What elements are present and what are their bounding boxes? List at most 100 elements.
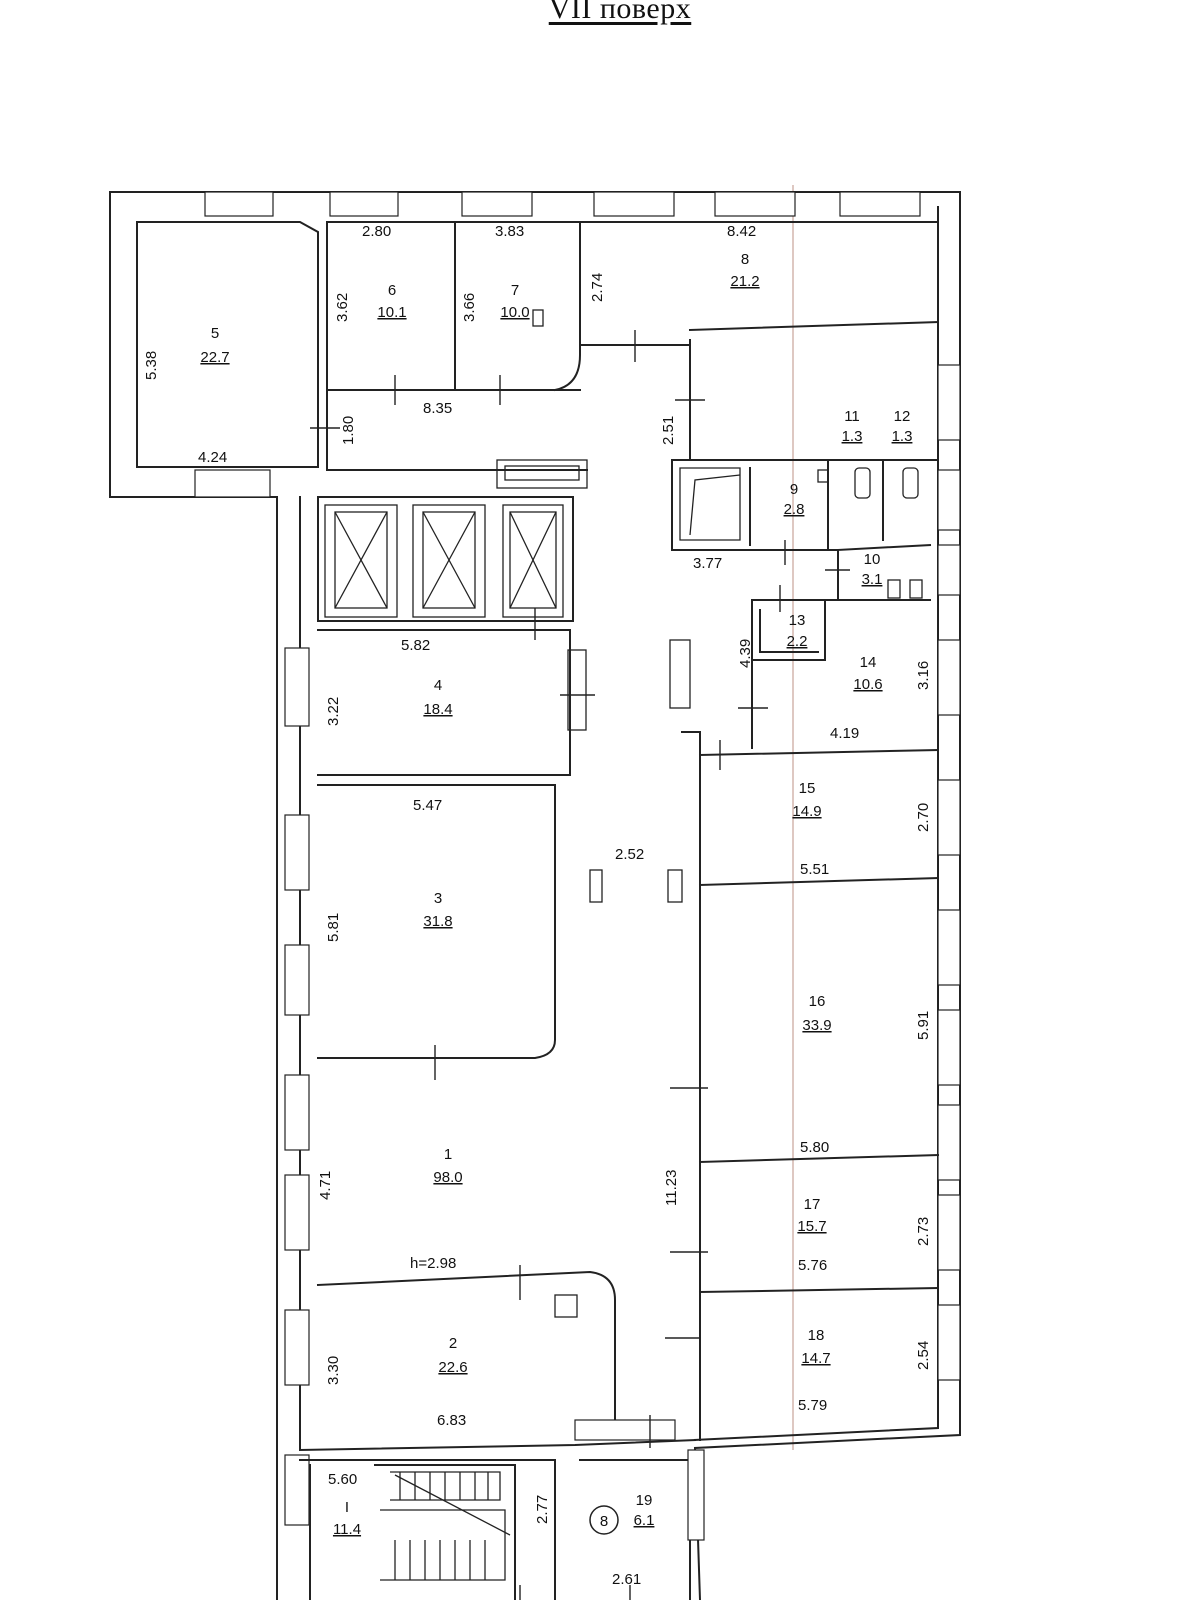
dim-4-19: 4.19 xyxy=(830,725,859,742)
svg-text:10.1: 10.1 xyxy=(377,304,406,321)
svg-text:10.0: 10.0 xyxy=(500,304,529,321)
dim-3-77: 3.77 xyxy=(693,555,722,572)
rooms-right-walls xyxy=(667,731,940,1441)
room-6-label: 610.1 xyxy=(377,282,406,321)
svg-text:6: 6 xyxy=(388,282,396,299)
level-marker-label: 8 xyxy=(600,1513,608,1530)
room-16-label: 16 33.9 xyxy=(802,993,831,1034)
room-labels: 522.7 610.1 710.0 821.2 111.3 121.3 92.8… xyxy=(200,251,912,1538)
svg-text:1.3: 1.3 xyxy=(842,428,863,445)
floor-title: VII поверх xyxy=(548,0,692,25)
svg-text:11.4: 11.4 xyxy=(333,1521,361,1538)
dim-8-42: 8.42 xyxy=(727,223,756,240)
dim-3-83: 3.83 xyxy=(495,223,524,240)
room-10-label: 103.1 xyxy=(862,551,883,588)
dim-height: h=2.98 xyxy=(410,1255,456,1272)
svg-text:33.9: 33.9 xyxy=(802,1017,831,1034)
room-12-label: 121.3 xyxy=(892,408,913,445)
dim-4-71: 4.71 xyxy=(317,1171,334,1200)
dim-2-54: 2.54 xyxy=(915,1341,932,1370)
room-14-label: 14 10.6 xyxy=(853,654,882,693)
svg-text:21.2: 21.2 xyxy=(730,273,759,290)
room-I-label: I 11.4 xyxy=(333,1499,361,1538)
rooms-6-7-walls xyxy=(326,221,940,489)
svg-text:2: 2 xyxy=(449,1335,457,1352)
room-5-label: 522.7 xyxy=(200,325,229,366)
room-3-label: 331.8 xyxy=(423,890,452,930)
top-windows xyxy=(194,191,921,498)
right-windows xyxy=(937,364,961,1381)
svg-text:13: 13 xyxy=(789,612,806,629)
dim-2-52: 2.52 xyxy=(615,846,644,863)
dim-2-51: 2.51 xyxy=(660,416,677,445)
svg-text:16: 16 xyxy=(809,993,826,1010)
room-2-walls xyxy=(316,1270,616,1421)
dim-5-60: 5.60 xyxy=(328,1471,357,1488)
dim-5-38: 5.38 xyxy=(143,351,160,380)
svg-text:15.7: 15.7 xyxy=(797,1218,826,1235)
room-8-label: 821.2 xyxy=(730,251,759,290)
svg-text:10.6: 10.6 xyxy=(853,676,882,693)
svg-text:17: 17 xyxy=(804,1196,821,1213)
dim-2-73: 2.73 xyxy=(915,1217,932,1246)
svg-text:18.4: 18.4 xyxy=(423,701,452,718)
svg-text:2.2: 2.2 xyxy=(787,633,808,650)
room-9-label: 92.8 xyxy=(784,481,805,518)
svg-text:22.7: 22.7 xyxy=(200,349,229,366)
svg-text:8: 8 xyxy=(741,251,749,268)
room-2-label: 222.6 xyxy=(438,1335,467,1376)
svg-text:3.1: 3.1 xyxy=(862,571,883,588)
svg-text:12: 12 xyxy=(894,408,911,425)
svg-text:10: 10 xyxy=(864,551,881,568)
room-13-label: 132.2 xyxy=(787,612,808,650)
dim-2-80: 2.80 xyxy=(362,223,391,240)
door-marks xyxy=(310,330,850,1600)
dim-5-79: 5.79 xyxy=(798,1397,827,1414)
svg-text:1.3: 1.3 xyxy=(892,428,913,445)
svg-text:9: 9 xyxy=(790,481,798,498)
svg-text:7: 7 xyxy=(511,282,519,299)
room-4-label: 418.4 xyxy=(423,677,452,718)
dim-3-30: 3.30 xyxy=(325,1356,342,1385)
svg-text:18: 18 xyxy=(808,1327,825,1344)
dim-11-23: 11.23 xyxy=(663,1170,680,1206)
dim-5-81: 5.81 xyxy=(325,913,342,942)
dim-5-76: 5.76 xyxy=(798,1257,827,1274)
dim-1-80: 1.80 xyxy=(340,416,357,445)
svg-text:2.8: 2.8 xyxy=(784,501,805,518)
dim-5-91: 5.91 xyxy=(915,1011,932,1040)
room-17-label: 17 15.7 xyxy=(797,1196,826,1235)
dim-5-82: 5.82 xyxy=(401,637,430,654)
svg-text:I: I xyxy=(345,1499,349,1516)
svg-text:14.9: 14.9 xyxy=(792,803,821,820)
svg-text:19: 19 xyxy=(636,1492,653,1509)
dim-3-62: 3.62 xyxy=(334,293,351,322)
svg-text:14.7: 14.7 xyxy=(801,1350,830,1367)
svg-text:5: 5 xyxy=(211,325,219,342)
room-11-label: 111.3 xyxy=(842,408,863,445)
svg-text:14: 14 xyxy=(860,654,877,671)
svg-text:15: 15 xyxy=(799,780,816,797)
room-1-label: 198.0 xyxy=(433,1146,462,1186)
dim-3-66: 3.66 xyxy=(461,293,478,322)
room-7-fixture xyxy=(532,309,544,327)
dim-2-77: 2.77 xyxy=(534,1495,551,1524)
utility-walls xyxy=(671,339,939,749)
svg-text:22.6: 22.6 xyxy=(438,1359,467,1376)
svg-text:98.0: 98.0 xyxy=(433,1169,462,1186)
dim-4-39: 4.39 xyxy=(737,639,754,668)
svg-text:3: 3 xyxy=(434,890,442,907)
room-19-label: 196.1 xyxy=(634,1492,655,1529)
dim-8-35: 8.35 xyxy=(423,400,452,417)
dimension-labels: 2.80 3.83 8.42 3.62 3.66 2.74 5.38 4.24 … xyxy=(143,223,932,1588)
dim-5-47: 5.47 xyxy=(413,797,442,814)
dim-6-83: 6.83 xyxy=(437,1412,466,1429)
svg-text:1: 1 xyxy=(444,1146,452,1163)
dim-5-51: 5.51 xyxy=(800,861,829,878)
dim-3-22: 3.22 xyxy=(325,697,342,726)
left-windows xyxy=(284,647,310,1526)
dim-3-16: 3.16 xyxy=(915,661,932,690)
svg-text:6.1: 6.1 xyxy=(634,1512,655,1529)
level-marker xyxy=(589,1505,619,1535)
